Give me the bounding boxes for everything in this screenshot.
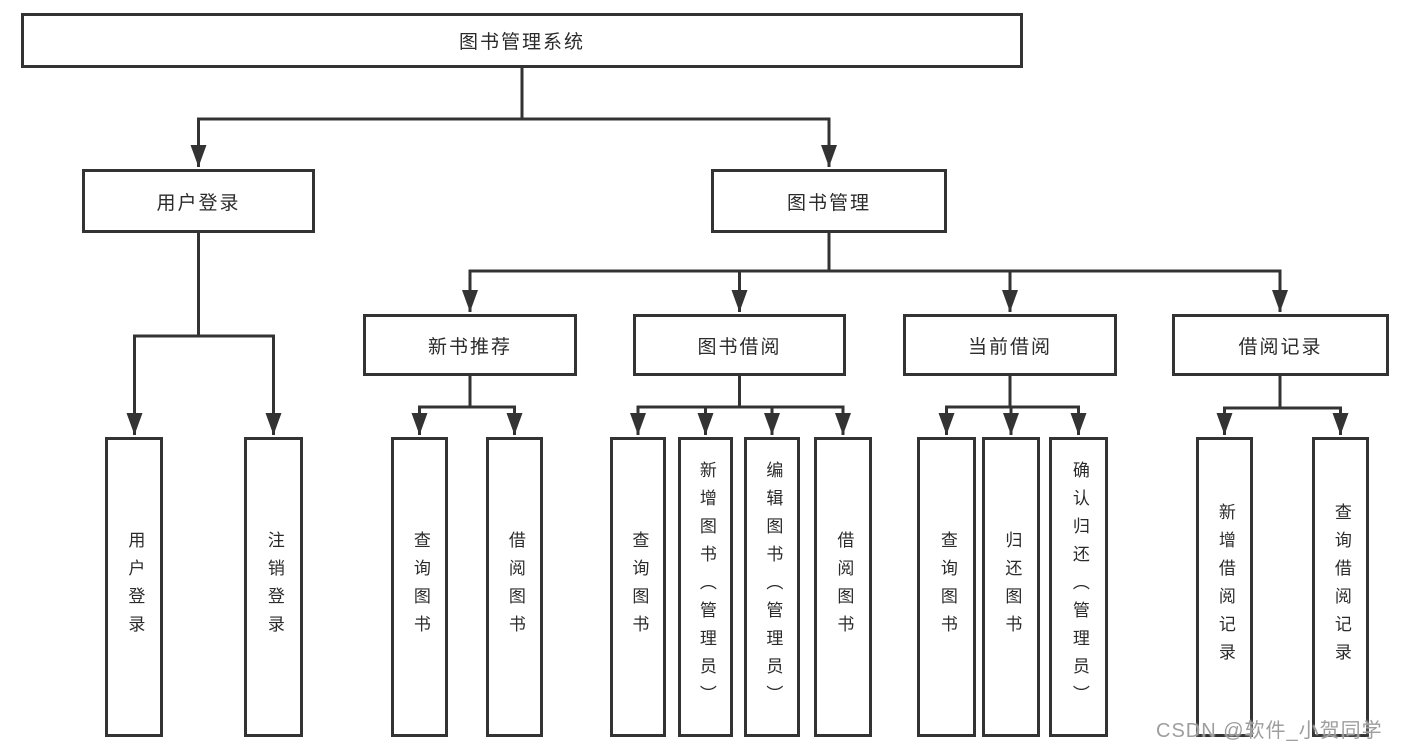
leaf-label: 注销登录 bbox=[264, 531, 284, 643]
connector-borrowing-records-to-leaves bbox=[1216, 374, 1349, 435]
node-book-borrowing: 图书借阅 bbox=[633, 314, 846, 376]
connector-current-borrowing-to-leaves bbox=[938, 374, 1087, 435]
leaf-borrow-books: 借阅图书 bbox=[814, 437, 872, 737]
node-label: 用户登录 bbox=[156, 192, 241, 214]
connector-book-borrowing-to-leaves bbox=[630, 374, 851, 435]
leaf-query-borrow-record: 查询借阅记录 bbox=[1312, 437, 1369, 737]
leaf-query-books: 查询图书 bbox=[391, 437, 448, 737]
leaf-return-books: 归还图书 bbox=[982, 437, 1040, 737]
leaf-query-books: 查询图书 bbox=[610, 437, 666, 737]
leaf-label: 借阅图书 bbox=[834, 531, 854, 643]
node-label: 图书管理 bbox=[786, 192, 871, 214]
leaf-edit-book-admin: 编辑图书（管理员） bbox=[744, 437, 800, 737]
leaf-borrow-books: 借阅图书 bbox=[486, 437, 543, 737]
node-label: 当前借阅 bbox=[967, 336, 1052, 358]
leaf-label: 新增借阅记录 bbox=[1215, 503, 1235, 671]
leaf-label: 编辑图书（管理员） bbox=[763, 461, 783, 713]
leaf-confirm-return-admin: 确认归还（管理员） bbox=[1049, 437, 1108, 737]
node-label: 图书借阅 bbox=[697, 336, 782, 358]
node-label: 图书管理系统 bbox=[458, 32, 585, 53]
node-borrowing-records: 借阅记录 bbox=[1172, 314, 1389, 376]
node-label: 新书推荐 bbox=[427, 336, 512, 358]
connector-root-to-level2 bbox=[190, 66, 837, 167]
leaf-add-borrow-record: 新增借阅记录 bbox=[1196, 437, 1253, 737]
leaf-user-login: 用户登录 bbox=[105, 437, 163, 737]
node-new-book-recommendation: 新书推荐 bbox=[363, 314, 577, 376]
leaf-label: 查询图书 bbox=[629, 531, 649, 643]
leaf-add-book-admin: 新增图书（管理员） bbox=[678, 437, 733, 737]
leaf-label: 借阅图书 bbox=[505, 531, 525, 643]
node-user-login: 用户登录 bbox=[82, 169, 315, 233]
leaf-label: 查询借阅记录 bbox=[1331, 503, 1351, 671]
connector-user-login-to-leaves bbox=[126, 231, 282, 435]
leaf-query-books: 查询图书 bbox=[917, 437, 976, 737]
leaf-label: 确认归还（管理员） bbox=[1069, 461, 1089, 713]
node-label: 借阅记录 bbox=[1238, 336, 1323, 358]
connector-book-management-to-level3 bbox=[462, 231, 1288, 312]
leaf-label: 用户登录 bbox=[125, 531, 145, 643]
leaf-logout: 注销登录 bbox=[244, 437, 303, 737]
leaf-label: 查询图书 bbox=[937, 531, 957, 643]
leaf-label: 查询图书 bbox=[410, 531, 430, 643]
connector-new-book-recommendation-to-leaves bbox=[411, 374, 523, 435]
leaf-label: 归还图书 bbox=[1002, 531, 1022, 643]
node-current-borrowing: 当前借阅 bbox=[903, 314, 1117, 376]
node-library-management-system: 图书管理系统 bbox=[21, 13, 1023, 68]
leaf-label: 新增图书（管理员） bbox=[696, 461, 716, 713]
watermark-text: CSDN @软件_小贺同学 bbox=[1156, 720, 1383, 742]
node-book-management: 图书管理 bbox=[711, 169, 947, 233]
